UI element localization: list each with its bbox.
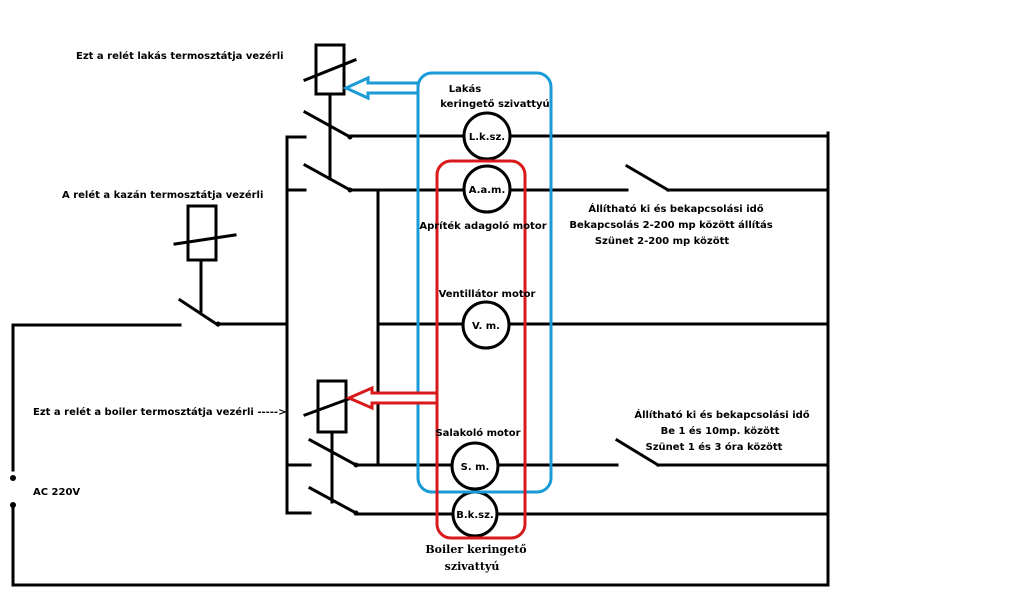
red-arrow-to-boiler-relay — [345, 385, 439, 411]
label-boiler-pump-1: Boiler keringető — [425, 543, 526, 556]
label-boiler-pump-2: szivattyú — [445, 560, 500, 573]
relay-boiler — [303, 379, 364, 434]
label-relay-kazan: A relét a kazán termosztátja vezérli — [62, 189, 263, 201]
timer1-switch — [624, 163, 671, 193]
motor-bks: B.k.sz. — [451, 490, 499, 538]
motor-sm-label: S. m. — [461, 462, 490, 473]
label-ac: AC 220V — [33, 487, 80, 498]
motor-aam-label: A.a.m. — [469, 185, 506, 196]
blue-arrow-to-lakas-relay — [342, 75, 420, 101]
label-timer2-line2: Be 1 és 10mp. között — [661, 425, 780, 437]
wiring — [10, 92, 830, 587]
motor-sm: S. m. — [450, 441, 500, 491]
motor-vm: V. m. — [461, 300, 511, 350]
label-relay-lakas: Ezt a relét lakás termosztátja vezérli — [76, 50, 284, 62]
return-wire-bottom — [11, 131, 830, 587]
label-timer1-line3: Szünet 2-200 mp között — [595, 236, 730, 247]
label-timer1-line1: Állítható ki és bekapcsolási idő — [588, 202, 763, 215]
label-timer2-line1: Állítható ki és bekapcsolási idő — [634, 408, 809, 421]
timer2-switch — [614, 437, 661, 468]
label-lakas-pump-2: keringető szivattyú — [440, 98, 549, 110]
motor-aam: A.a.m. — [462, 164, 512, 214]
motor-lks-label: L.k.sz. — [469, 132, 505, 143]
lakas-switch-1 — [302, 109, 353, 140]
label-pellet-motor: Apríték adagoló motor — [419, 220, 546, 232]
label-fan-motor: Ventillátor motor — [439, 288, 536, 300]
motor-bks-label: B.k.sz. — [456, 510, 493, 521]
label-lakas-pump-1: Lakás — [449, 83, 482, 95]
label-slag-motor: Salakoló motor — [435, 427, 520, 439]
relay-lakas — [303, 43, 357, 96]
kazan-switch-blade — [177, 297, 221, 328]
red-group-outline — [435, 159, 527, 540]
motor-lks: L.k.sz. — [462, 111, 512, 161]
label-timer1-line2: Bekapcsolás 2-200 mp között állítás — [569, 219, 772, 231]
supply-wire-left — [11, 323, 182, 472]
lakas-switch-2 — [302, 162, 353, 193]
ac-terminal-top — [10, 475, 16, 481]
blue-group-outline — [416, 71, 553, 494]
ac-terminal-bottom — [10, 502, 16, 508]
motor-vm-label: V. m. — [472, 321, 500, 332]
relay-kazan — [173, 204, 237, 262]
label-relay-boiler: Ezt a relét a boiler termosztátja vezérl… — [33, 406, 286, 418]
label-timer2-line3: Szünet 1 és 3 óra között — [646, 441, 783, 453]
